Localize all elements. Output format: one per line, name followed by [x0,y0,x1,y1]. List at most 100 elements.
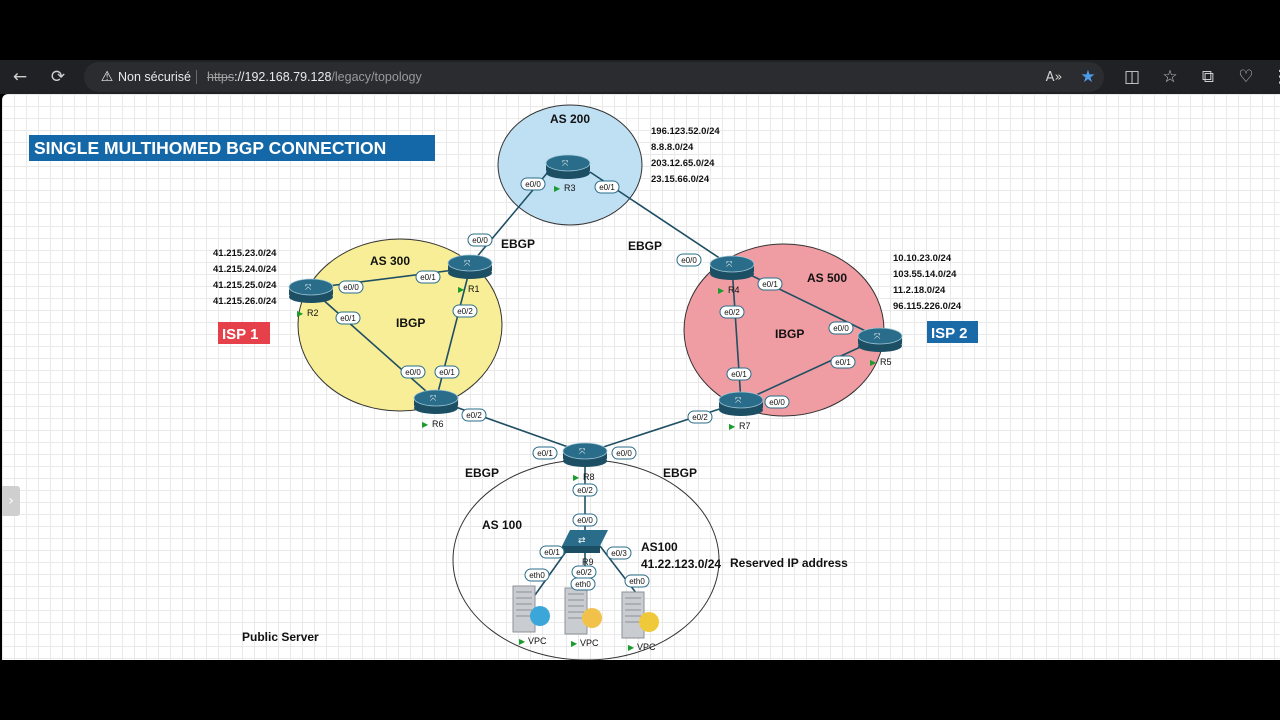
link-r2-r6[interactable] [311,289,437,401]
router-r8[interactable]: ⤧▶R8 [562,442,608,482]
link-r6-r8[interactable] [435,399,586,454]
router-top [857,327,903,345]
refresh-icon[interactable]: ⟳ [50,67,66,87]
interface-r6-up: e0/1 [434,365,460,379]
prefix-lists: 196.123.52.0/24 8.8.8.0/24 203.12.65.0/2… [213,126,962,312]
as200-prefix: 23.15.66.0/24 [651,174,710,185]
interface-pill [572,483,598,497]
interface-r4-right: e0/1 [757,277,783,291]
vpc-server[interactable]: ▶VPC [512,585,550,646]
interface-pill [726,367,752,381]
link-r7-r5[interactable] [740,337,881,403]
ebgp-r1-r3-label: EBGP [501,237,535,251]
link-r8-r7[interactable] [584,401,742,454]
interface-name: e0/0 [472,236,488,245]
interface-pill [624,574,650,588]
vpc-servers: ▶VPC ▶VPC ▶VPC [512,585,659,652]
vpc-name: VPC [528,636,547,646]
router-arrows-icon: ⤧ [562,159,569,168]
address-bar[interactable]: ⚠ Non sécurisé https://192.168.79.128/le… [84,62,1104,92]
isp1-label: ISP 1 [222,326,258,343]
link-r2-r1[interactable] [311,267,471,289]
interface-pill [539,545,565,559]
url-host: ://192.168.79.128 [234,70,332,84]
database-icon [639,612,659,632]
interface-pill [594,180,620,194]
address-separator [196,70,197,84]
server-tower [512,585,536,633]
split-screen-icon[interactable]: ◫ [1123,67,1141,87]
interface-name: e0/2 [692,413,708,422]
vpc-server[interactable]: ▶VPC [564,587,602,648]
interface-name: eth0 [529,571,545,580]
interface-sw-right: e0/3 [606,546,632,560]
router-top [413,389,459,407]
interface-name: e0/1 [420,273,436,282]
router-r6[interactable]: ⤧▶R6 [413,389,459,429]
favorites-icon[interactable]: ☆ [1162,67,1178,87]
as100-name-label: AS100 [641,540,678,554]
interface-name: e0/1 [762,280,778,289]
interface-name: e0/3 [611,549,627,558]
link-r4-r5[interactable] [731,265,881,339]
server-tower [621,591,645,639]
isp2-label: ISP 2 [931,325,967,342]
side-panel-toggle[interactable]: › [2,486,20,516]
interface-eth0: eth0 [570,577,596,591]
topology-canvas[interactable]: SINGLE MULTIHOMED BGP CONNECTION ISP 1 I… [2,94,1280,660]
back-arrow-icon[interactable]: ← [12,67,28,87]
interface-pill [520,177,546,191]
router-arrows-icon: ⤧ [579,447,586,456]
url-text[interactable]: https://192.168.79.128/legacy/topology [207,70,422,84]
link-r9-vpc3[interactable] [599,545,641,599]
router-r1[interactable]: ⤧▶R1 [447,254,493,294]
vpc-server[interactable]: ▶VPC [621,591,659,652]
interface-pill [467,233,493,247]
more-icon[interactable]: ⋮ [1271,67,1280,87]
security-label[interactable]: Non sécurisé [118,70,191,84]
interface-r8-left: e0/1 [532,446,558,460]
interface-pill [606,546,632,560]
router-top [562,442,608,460]
status-running-icon: ▶ [297,309,304,318]
router-r5[interactable]: ⤧▶R5 [857,327,903,367]
interface-pill [830,355,856,369]
url-path: /legacy/topology [331,70,422,84]
server-tower [564,587,588,635]
browser-essentials-icon[interactable]: ♡ [1238,67,1254,87]
status-running-icon: ▶ [573,473,580,482]
interface-r4-down: e0/2 [719,305,745,319]
interface-pill [828,321,854,335]
as500-prefix: 96.115.226.0/24 [893,301,962,312]
ebgp-r8-r7-label: EBGP [663,466,697,480]
router-name: R6 [432,419,444,429]
switch-r9[interactable]: ⇄ R9 [562,530,608,567]
router-r3[interactable]: ⤧▶R3 [545,154,591,193]
router-r2[interactable]: ⤧▶R2 [288,278,334,318]
interface-name: e0/1 [439,368,455,377]
as300-prefix: 41.215.23.0/24 [213,248,277,259]
favorite-star-icon[interactable]: ★ [1080,67,1096,87]
reserved-ip-label: Reserved IP address [730,556,848,570]
warning-icon[interactable]: ⚠ [100,69,114,85]
router-top [718,391,764,409]
router-arrows-icon: ⤧ [305,283,312,292]
interface-pill [676,253,702,267]
router-r4[interactable]: ⤧▶R4 [709,255,755,295]
status-running-icon: ▶ [422,420,429,429]
collections-icon[interactable]: ⧉ [1201,67,1215,87]
status-running-icon: ▶ [870,358,877,367]
read-aloud-icon[interactable]: A» [1045,69,1063,85]
router-arrows-icon: ⤧ [726,260,733,269]
link-r9-vpc1[interactable] [534,545,571,596]
topology-diagram: SINGLE MULTIHOMED BGP CONNECTION ISP 1 I… [29,104,978,660]
isp2-badge-bg [927,321,978,343]
interface-r5-down: e0/1 [830,355,856,369]
interface-pill [400,365,426,379]
interface-name: e0/1 [544,548,560,557]
router-r7[interactable]: ⤧▶R7 [718,391,764,431]
globe-icon [530,606,550,626]
as-labels: AS 200 AS 300 AS 500 AS 100 IBGP IBGP EB… [242,112,848,644]
router-arrows-icon: ⤧ [874,332,881,341]
interface-pill [452,304,478,318]
